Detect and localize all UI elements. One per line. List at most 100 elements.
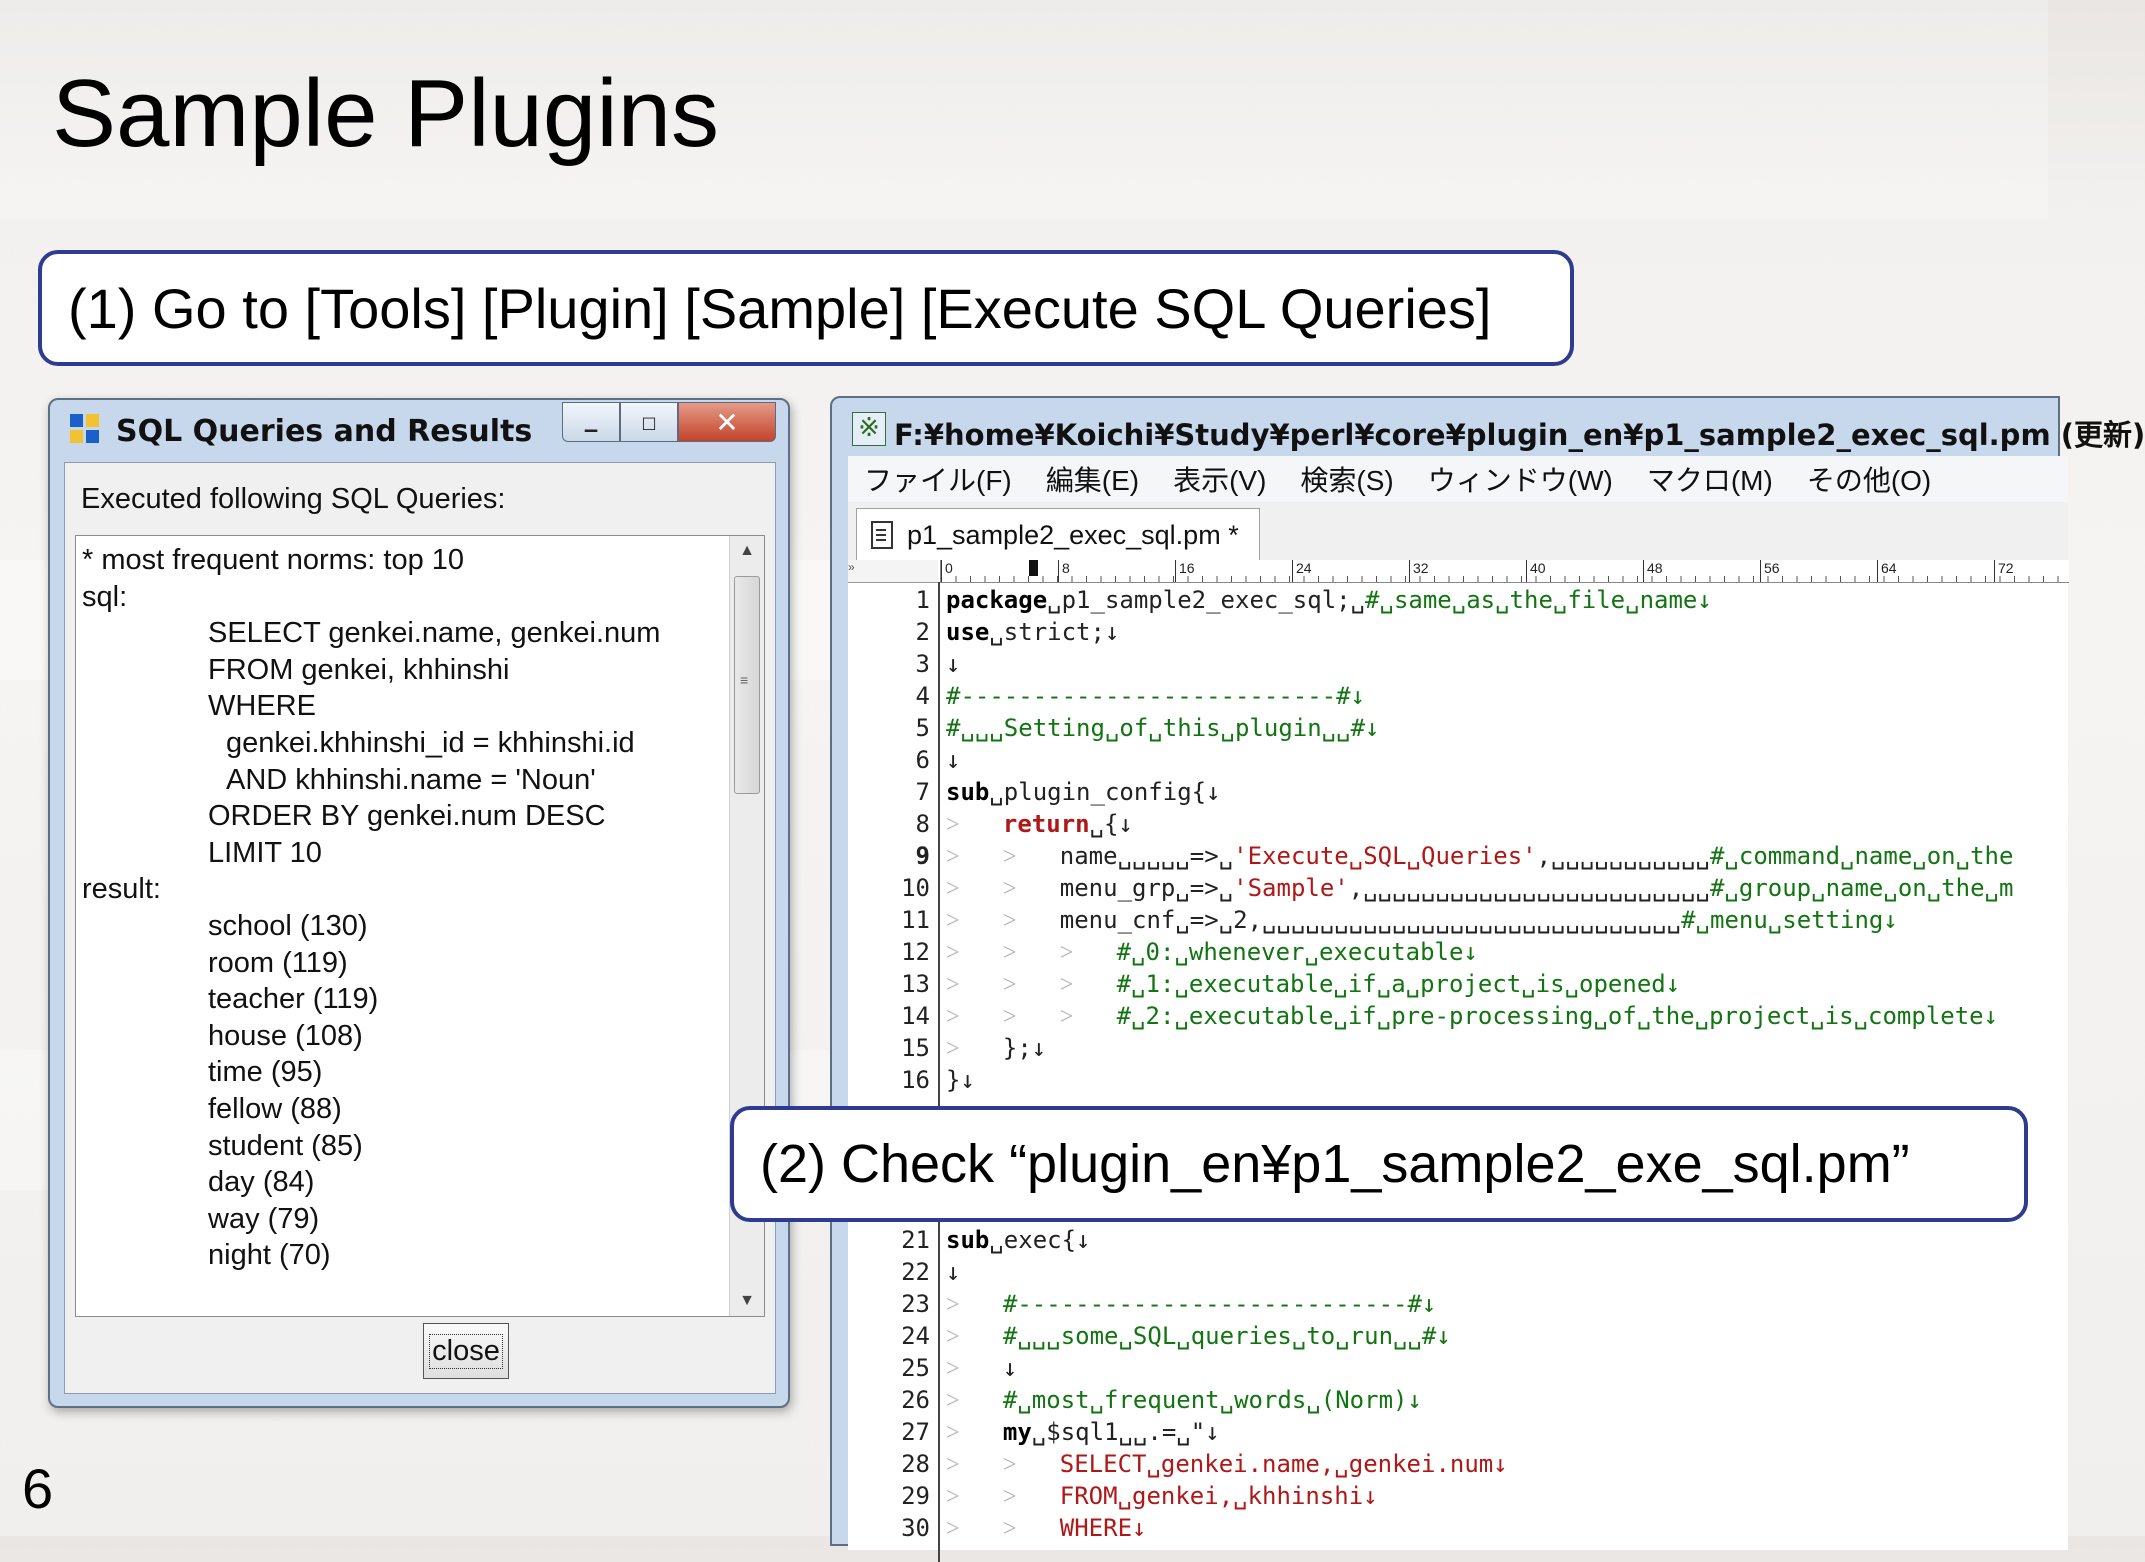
ruler-caret-icon	[1029, 560, 1038, 576]
code-token: #␣2:␣executable␣if␣pre-processing␣of␣the…	[1116, 1002, 1999, 1030]
line-number: 1	[915, 586, 930, 614]
code-token: menu_cnf␣=>␣2,␣␣␣␣␣␣␣␣␣␣␣␣␣␣␣␣␣␣␣␣␣␣␣␣␣␣…	[1059, 906, 1682, 934]
dialog-titlebar[interactable]: SQL Queries and Results ▁ □ ✕	[50, 400, 788, 462]
code-line: ˃ };↓	[946, 1034, 1046, 1063]
code-token: ˃	[946, 1418, 1003, 1446]
code-token: menu_grp␣=>␣	[1059, 874, 1234, 902]
ruler-mark: 72	[1994, 560, 2014, 582]
line-number: 5	[915, 714, 930, 742]
line-number: 8	[915, 810, 930, 838]
maximize-button[interactable]: □	[620, 402, 678, 442]
results-line: night (70)	[208, 1239, 331, 1272]
code-line: ˃ my␣$sql1␣␣.=␣"↓	[946, 1418, 1220, 1447]
code-token: ˃	[946, 1386, 1003, 1414]
code-line: ˃ #␣␣␣some␣SQL␣queries␣to␣run␣␣#↓	[946, 1322, 1451, 1351]
scroll-up-icon[interactable]: ▲	[739, 542, 755, 559]
document-icon	[871, 521, 893, 549]
code-token: sub	[946, 1226, 990, 1254]
code-token: #␣1:␣executable␣if␣a␣project␣is␣opened↓	[1116, 970, 1681, 998]
code-line: ˃ #---------------------------#↓	[946, 1290, 1436, 1319]
file-tab[interactable]: p1_sample2_exec_sql.pm *	[856, 508, 1260, 561]
code-token: 'Sample'	[1233, 874, 1349, 902]
code-token: ↓	[946, 746, 961, 774]
code-token: ˃	[946, 1034, 1003, 1062]
code-token: ˃	[946, 1290, 1003, 1318]
line-number: 22	[901, 1258, 930, 1286]
code-token: ˃	[946, 810, 1003, 838]
code-token: ␣strict;↓	[989, 618, 1120, 646]
code-token: SELECT␣genkei.name,␣genkei.num↓	[1059, 1450, 1508, 1478]
results-line: SELECT genkei.name, genkei.num	[208, 617, 661, 650]
code-line: ↓	[946, 650, 960, 678]
line-number: 16	[901, 1066, 930, 1094]
code-line: }↓	[946, 1066, 975, 1094]
close-window-button[interactable]: ✕	[678, 402, 776, 442]
line-number: 30	[901, 1514, 930, 1542]
line-number: 28	[901, 1450, 930, 1478]
code-line: ˃ ˃ name␣␣␣␣␣=>␣'Execute␣SQL␣Queries',␣␣…	[946, 842, 2013, 871]
menu-item[interactable]: 表示(V)	[1173, 465, 1267, 496]
editor-title: F:¥home¥Koichi¥Study¥perl¥core¥plugin_en…	[894, 418, 2145, 452]
line-number: 6	[915, 746, 930, 774]
code-token: #␣most␣frequent␣words␣(Norm)↓	[1002, 1386, 1422, 1414]
line-number: 29	[901, 1482, 930, 1510]
results-line: result:	[82, 873, 161, 906]
caption-buttons: ▁ □ ✕	[562, 402, 776, 442]
dialog-title: SQL Queries and Results	[116, 414, 533, 449]
line-number: 26	[901, 1386, 930, 1414]
code-token: ↓	[946, 650, 961, 678]
code-token: ␣exec{↓	[989, 1226, 1091, 1254]
code-token: ˃ ˃ ˃	[946, 938, 1117, 966]
menu-item[interactable]: マクロ(M)	[1646, 465, 1773, 496]
code-token: #␣menu␣setting↓	[1681, 906, 1898, 934]
menu-item[interactable]: その他(O)	[1806, 465, 1932, 496]
ruler-mark: 64	[1877, 560, 1897, 582]
line-number: 14	[901, 1002, 930, 1030]
instruction-callout-2: (2) Check “plugin_en¥p1_sample2_exe_sql.…	[730, 1106, 2028, 1222]
ruler-mark: 56	[1760, 560, 1780, 582]
dialog-heading: Executed following SQL Queries:	[81, 483, 506, 515]
results-textarea[interactable]: * most frequent norms: top 10 sql: SELECT …	[75, 535, 765, 1317]
scroll-down-icon[interactable]: ▼	[739, 1292, 755, 1309]
code-line: package␣p1_sample2_exec_sql;␣#␣same␣as␣t…	[946, 586, 1712, 614]
code-token: ␣{↓	[1089, 810, 1133, 838]
menu-item[interactable]: ファイル(F)	[864, 465, 1012, 496]
code-token: #␣group␣name␣on␣the␣m	[1709, 874, 2014, 902]
results-line: sql:	[82, 580, 128, 613]
tab-bar: p1_sample2_exec_sql.pm *	[848, 502, 2068, 561]
line-number: 13	[901, 970, 930, 998]
menu-item[interactable]: ウィンドウ(W)	[1427, 465, 1613, 496]
ruler-mark: 0	[941, 560, 953, 582]
results-line: house (108)	[208, 1019, 363, 1052]
code-token: use	[946, 618, 990, 646]
ruler-mark: 48	[1643, 560, 1663, 582]
line-number: 9	[915, 842, 930, 870]
line-number: 21	[901, 1226, 930, 1254]
ruler-mark: 40	[1526, 560, 1546, 582]
scrollbar-thumb[interactable]: ≡	[734, 576, 760, 794]
code-token: ˃ ˃	[946, 1450, 1060, 1478]
close-button[interactable]: close	[423, 1323, 509, 1379]
grip-icon: ≡	[740, 672, 749, 688]
code-token: my	[1002, 1418, 1032, 1446]
editor-window: ※ F:¥home¥Koichi¥Study¥perl¥core¥plugin_…	[830, 396, 2145, 1562]
line-number: 3	[915, 650, 930, 678]
code-token: WHERE↓	[1059, 1514, 1147, 1542]
line-number: 27	[901, 1418, 930, 1446]
ruler-gutter: »	[848, 560, 938, 583]
instruction-text: (2) Check “plugin_en¥p1_sample2_exe_sql.…	[760, 1134, 1910, 1194]
results-line: * most frequent norms: top 10	[82, 544, 465, 576]
minimize-button[interactable]: ▁	[562, 402, 620, 442]
slide-title: Sample Plugins	[52, 60, 720, 167]
code-token: ␣p1_sample2_exec_sql;␣	[1047, 586, 1366, 614]
code-token: ↓	[1002, 1354, 1018, 1382]
instruction-callout-1: (1) Go to [Tools] [Plugin] [Sample] [Exe…	[38, 250, 1574, 366]
menu-item[interactable]: 編集(E)	[1045, 465, 1140, 496]
code-token: ␣$sql1␣␣.=␣"↓	[1031, 1418, 1220, 1446]
menu-item[interactable]: 検索(S)	[1300, 465, 1394, 496]
editor-app-icon: ※	[852, 412, 886, 446]
code-token: };↓	[1002, 1034, 1047, 1062]
code-token: #␣␣␣some␣SQL␣queries␣to␣run␣␣#↓	[1002, 1322, 1451, 1350]
